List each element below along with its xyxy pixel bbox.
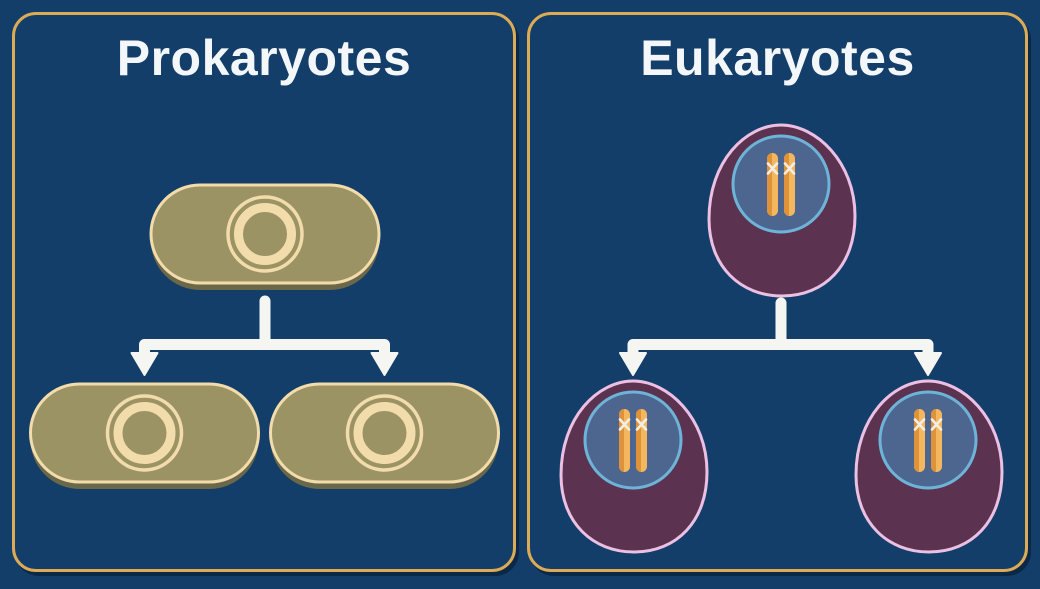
panel-eukaryotes: Eukaryotes xyxy=(527,12,1028,572)
parent-bacterium-cell-icon xyxy=(151,185,379,290)
parent-eukaryote-cell-icon xyxy=(709,125,855,296)
eukaryotes-title: Eukaryotes xyxy=(640,30,915,86)
panel-prokaryotes: Prokaryotes xyxy=(12,12,516,572)
daughter-eukaryote-cell-right-icon xyxy=(856,381,1002,552)
daughter-bacterium-cell-left-icon xyxy=(31,384,259,489)
daughter-eukaryote-cell-left-icon xyxy=(561,381,707,552)
daughter-bacterium-cell-right-icon xyxy=(271,384,499,489)
binary-fission-diagram xyxy=(15,15,513,569)
mitosis-diagram xyxy=(530,15,1025,569)
binary-fission-arrow-icon xyxy=(130,295,399,376)
prokaryotes-title: Prokaryotes xyxy=(116,30,412,86)
mitosis-arrow-icon xyxy=(619,297,942,376)
